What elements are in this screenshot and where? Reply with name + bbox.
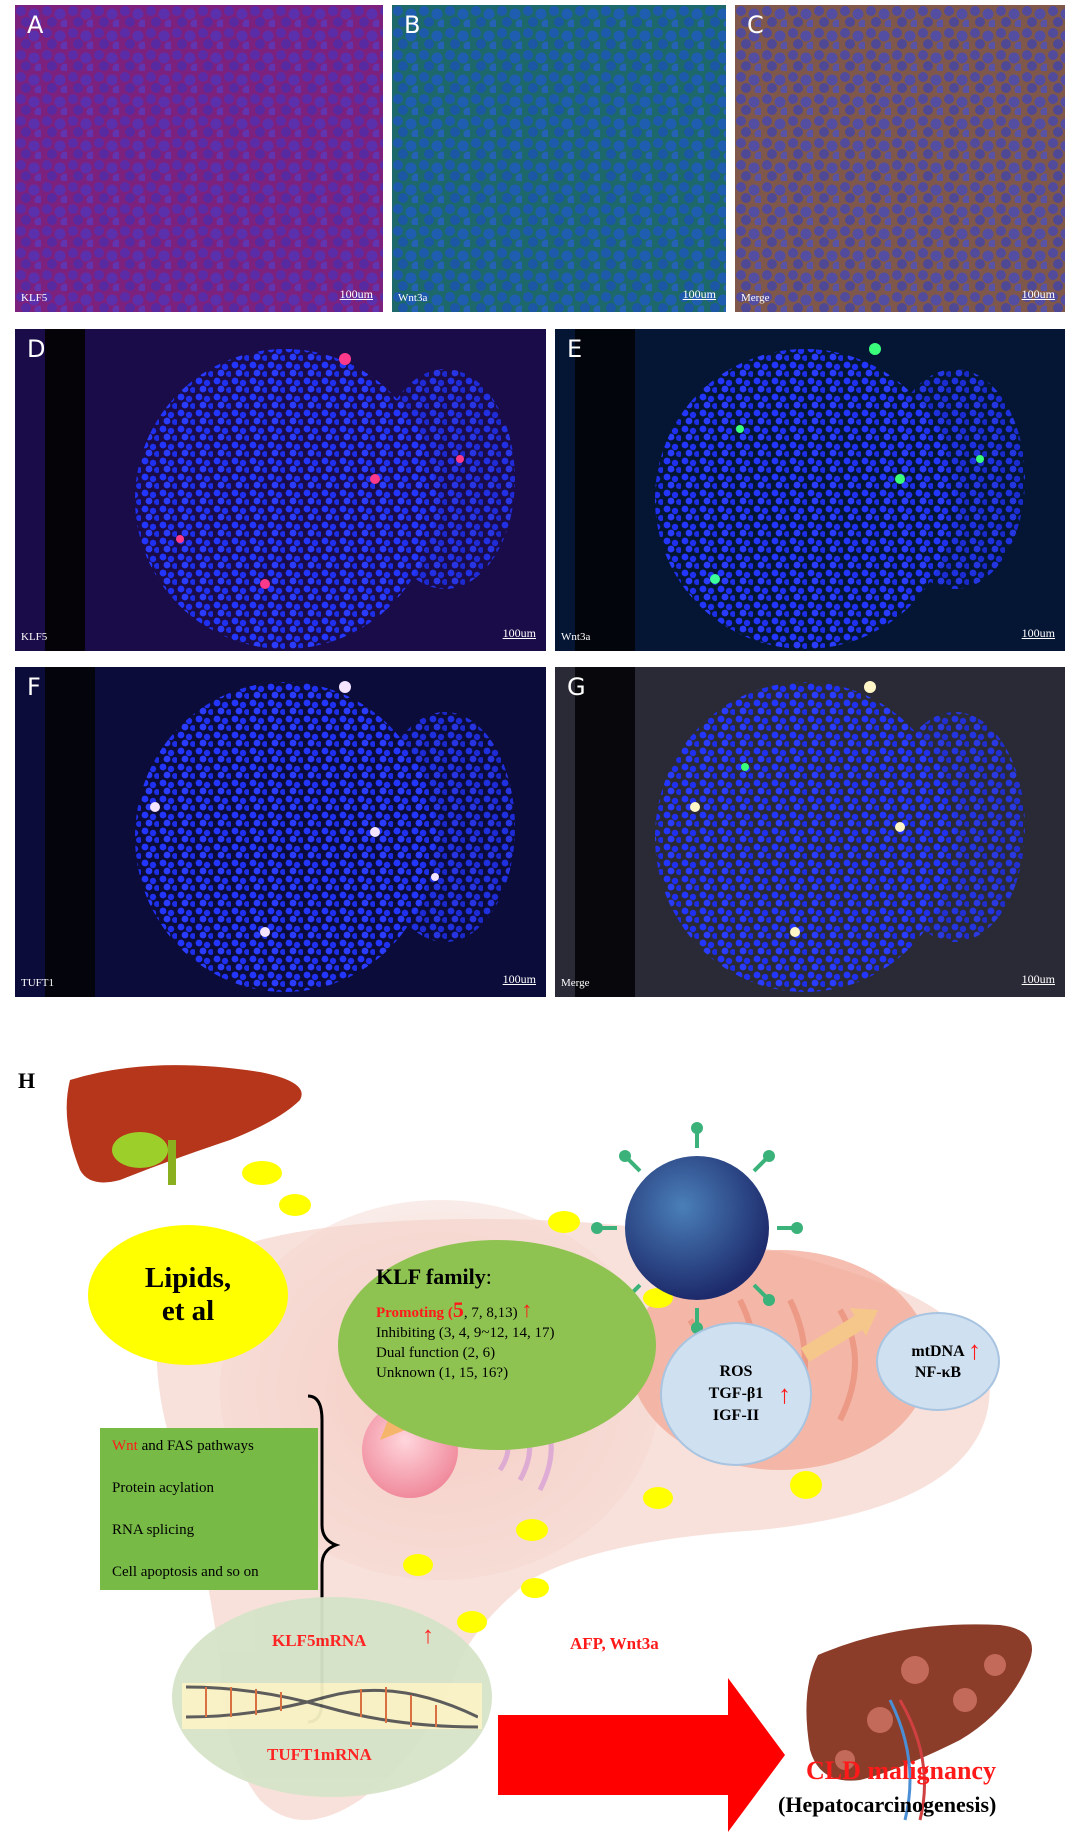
panel-b: B Wnt3a 100um [392,5,726,312]
klf-title-colon: : [485,1264,492,1289]
klf5-mrna-label: KLF5mRNA [272,1631,367,1650]
pathway-item-3: RNA splicing [112,1522,195,1538]
ros-bubble: ROS TGF-β1 IGF-II [660,1322,812,1466]
lipids-line-1: Lipids, [144,1261,232,1294]
lipids-bubble: Lipids, et al [88,1225,288,1365]
marker-label: KLF5 [21,292,48,304]
mtdna-line-2: NF-κB [914,1363,962,1381]
pathway-item-2: Protein acylation [112,1480,215,1496]
pathway-wnt: Wnt [112,1438,138,1454]
micrograph-d [15,329,546,651]
ros-line-1: ROS [719,1363,753,1380]
panel-letter: E [567,335,583,363]
cancer-liver-icon [806,1624,1032,1821]
pathway-box: Wnt and FAS pathways Protein acylation R… [100,1428,318,1590]
mtdna-line-1: mtDNA [911,1342,965,1360]
diagram-label: H [18,1068,36,1093]
panel-g: G Merge 100um [555,667,1065,997]
panel-letter: D [27,335,46,363]
marker-label: Merge [741,292,770,304]
outcome-subtitle: (Hepatocarcinogenesis) [778,1792,997,1817]
panel-letter: B [404,11,421,39]
scale-bar-label: 100um [502,972,536,986]
outcome-title: CLD malignancy [806,1756,996,1785]
panel-letter: C [747,11,764,39]
scale-bar-label: 100um [682,287,716,301]
panel-letter: G [567,673,586,701]
dual-line: Dual function (2, 6) [376,1345,496,1361]
marker-label: Wnt3a [398,292,428,304]
micrograph-b [392,5,726,312]
promoting-rest: , 7, 8,13) [463,1305,518,1321]
micrograph-e [555,329,1065,651]
ros-up-arrow: ↑ [778,1380,791,1409]
promoting-klf5: 5 [452,1297,464,1322]
ros-line-3: IGF-II [712,1407,760,1424]
mtdna-up-arrow: ↑ [968,1336,981,1365]
marker-label: Merge [561,977,590,989]
promoting-up-arrow: ↑ [521,1297,533,1322]
micrograph-f [15,667,546,997]
virus-icon [591,1122,803,1334]
dna-helix-icon [186,1685,478,1729]
panel-letter: F [27,673,41,701]
panel-c: C Merge 100um [735,5,1065,312]
scale-bar-label: 100um [1021,287,1055,301]
klf5-mrna-up-arrow: ↑ [422,1623,434,1649]
panel-letter: A [27,11,44,39]
pathway-item-4: Cell apoptosis and so on [112,1564,259,1580]
mrna-bubble: KLF5mRNA ↑ TUFT1mRNA [172,1597,492,1797]
scale-bar-label: 100um [1021,626,1055,640]
pathway-wnt-rest: and FAS pathways [137,1438,254,1454]
arrow-label: AFP, Wnt3a [570,1634,659,1653]
promoting-label: Promoting [376,1305,445,1321]
lipids-line-2: et al [161,1295,215,1327]
inhibiting-line: Inhibiting (3, 4, 9~12, 14, 17) [376,1325,555,1341]
ros-line-2: TGF-β1 [708,1385,764,1402]
promoting-open: ( [444,1305,453,1321]
scale-bar-label: 100um [1021,972,1055,986]
unknown-line: Unknown (1, 15, 16?) [376,1365,509,1381]
scale-bar-label: 100um [339,287,373,301]
micrograph-c [735,5,1065,312]
micrograph-a [15,5,383,312]
panel-f: F TUFT1 100um [15,667,546,997]
klf-family-bubble: KLF family: Promoting (5, 7, 8,13) ↑ Inh… [338,1240,656,1450]
tuft1-mrna-label: TUFT1mRNA [267,1745,372,1764]
scale-bar-label: 100um [502,626,536,640]
panel-d: D KLF5 100um [15,329,546,651]
marker-label: KLF5 [21,631,48,643]
progression-arrow [498,1678,785,1832]
panel-e: E Wnt3a 100um [555,329,1065,651]
marker-label: Wnt3a [561,631,591,643]
marker-label: TUFT1 [21,977,54,989]
panel-a: A KLF5 100um [15,5,383,312]
mtdna-bubble: mtDNA NF-κB [876,1312,1000,1411]
micrograph-g [555,667,1065,997]
klf-title: KLF family [376,1264,486,1289]
